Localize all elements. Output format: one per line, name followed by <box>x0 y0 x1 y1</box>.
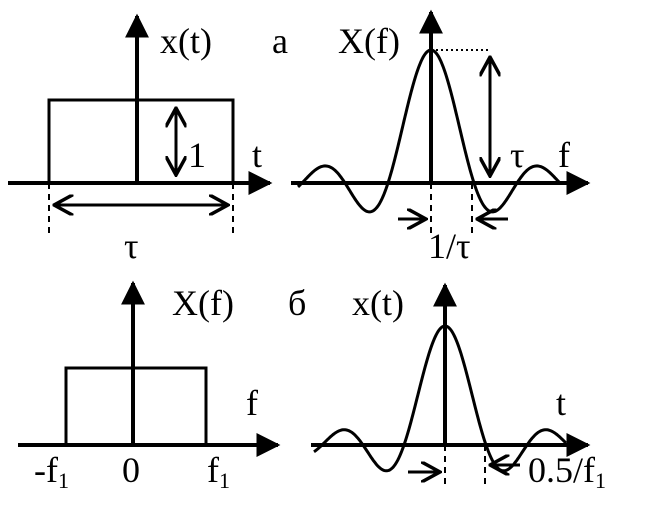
peak-label: τ <box>510 135 524 175</box>
tick-label-zero: 0 <box>122 450 140 490</box>
width-label: τ <box>124 226 138 266</box>
panel-letter-b: б <box>288 283 306 323</box>
tick-label-neg-f1: -f1 <box>34 450 69 493</box>
sinc-time-response <box>313 324 568 473</box>
rect-spectrum <box>64 366 208 445</box>
spectrum-title-b: X(f) <box>172 283 234 323</box>
null-label-b: 0.5/f1 <box>528 450 606 493</box>
time-axis-label-a: t <box>252 135 262 175</box>
sinc-spectrum <box>296 48 562 214</box>
panel-letter-a: а <box>272 21 288 61</box>
panel-b-time-plot: x(t) t 0.5/f1 <box>311 282 606 493</box>
time-axis-label-b: t <box>556 383 566 423</box>
height-label: 1 <box>188 135 206 175</box>
panel-b-spectrum-plot: X(f) б f -f1 0 f1 <box>18 280 306 493</box>
tick-label-f1: f1 <box>207 450 230 493</box>
panel-a-spectrum-plot: X(f) τ f 1/τ <box>291 9 591 266</box>
spectrum-title-a: X(f) <box>338 21 400 61</box>
time-title-a: x(t) <box>160 21 212 61</box>
time-title-b: x(t) <box>352 283 404 323</box>
spectrum-axis-label-a: f <box>558 135 570 175</box>
panel-a-time-plot: x(t) а 1 t τ <box>8 13 288 266</box>
rect-pulse <box>47 98 235 183</box>
null-label-a: 1/τ <box>428 226 470 266</box>
spectrum-axis-label-b: f <box>246 383 258 423</box>
